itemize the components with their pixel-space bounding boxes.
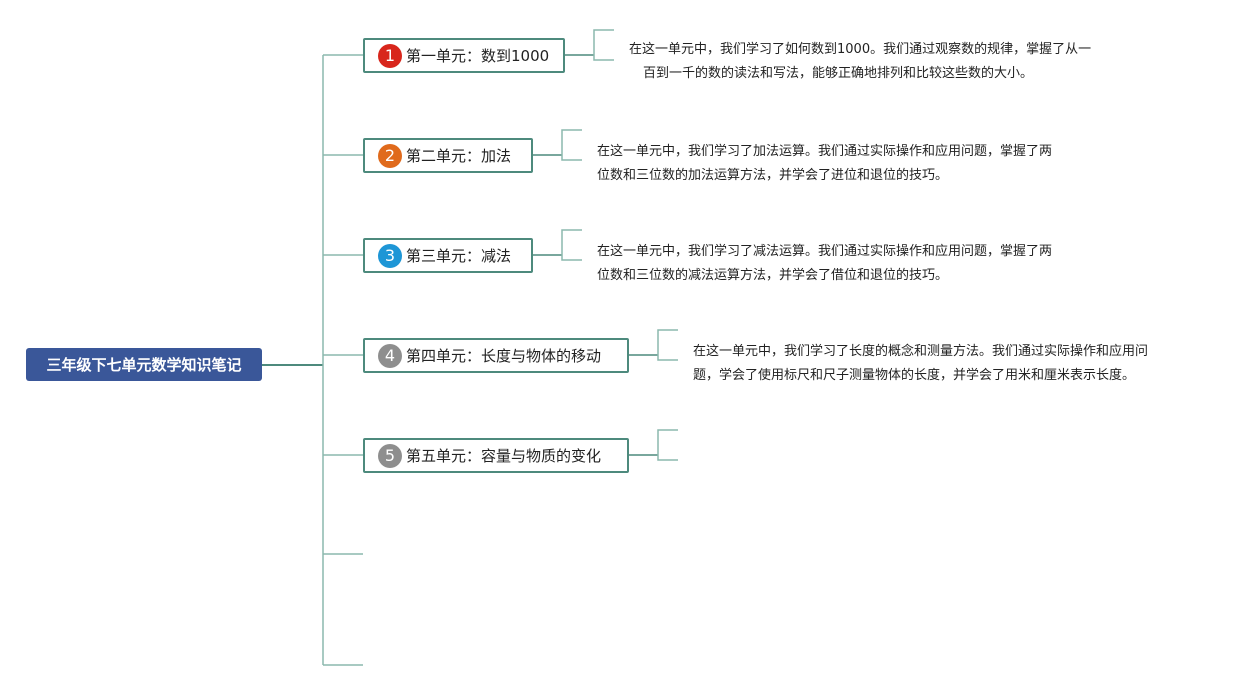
unit-3-bracket	[561, 229, 582, 261]
unit-1-description-line-1: 在这一单元中，我们学习了如何数到1000。我们通过观察数的规律，掌握了从一	[629, 42, 1092, 57]
unit-1-description-line-2: 百到一千的数的读法和写法，能够正确地排列和比较这些数的大小。	[643, 66, 1034, 81]
number-1-icon: 1	[378, 43, 402, 68]
unit-1-description[interactable]: 在这一单元中，我们学习了如何数到1000。我们通过观察数的规律，掌握了从一 百到…	[629, 38, 1091, 86]
unit-4-bracket	[657, 329, 678, 361]
unit-4-description-line-1: 在这一单元中，我们学习了长度的概念和测量方法。我们通过实际操作和应用问	[693, 344, 1149, 359]
unit-3-description[interactable]: 在这一单元中，我们学习了减法运算。我们通过实际操作和应用问题，掌握了两 位数和三…	[597, 240, 1052, 288]
unit-2-node[interactable]: 2 第二单元：加法	[363, 138, 533, 173]
unit-2-description-line-1: 在这一单元中，我们学习了加法运算。我们通过实际操作和应用问题，掌握了两	[597, 144, 1053, 159]
unit-1-label: 第一单元：数到1000	[406, 47, 550, 65]
unit-1-node[interactable]: 1 第一单元：数到1000	[363, 38, 565, 73]
unit-3-node[interactable]: 3 第三单元：减法	[363, 238, 533, 273]
unit-2-description-line-2: 位数和三位数的加法运算方法，并学会了进位和退位的技巧。	[597, 168, 949, 183]
root-topic-label: 三年级下七单元数学知识笔记	[46, 356, 242, 374]
unit-5-node[interactable]: 5 第五单元：容量与物质的变化	[363, 438, 629, 473]
unit-3-description-line-1: 在这一单元中，我们学习了减法运算。我们通过实际操作和应用问题，掌握了两	[597, 244, 1053, 259]
unit-4-label: 第四单元：长度与物体的移动	[406, 347, 602, 365]
unit-4-description-line-2: 题，学会了使用标尺和尺子测量物体的长度，并学会了用米和厘米表示长度。	[693, 368, 1136, 383]
unit-2-bracket	[561, 129, 582, 161]
unit-5-label: 第五单元：容量与物质的变化	[406, 447, 602, 465]
unit-3-description-line-2: 位数和三位数的减法运算方法，并学会了借位和退位的技巧。	[597, 268, 949, 283]
unit-5-bracket	[657, 429, 678, 461]
unit-1-bracket	[593, 29, 614, 61]
number-3-icon: 3	[378, 243, 402, 268]
unit-3-label: 第三单元：减法	[406, 247, 512, 265]
number-2-icon: 2	[378, 143, 402, 168]
unit-4-description[interactable]: 在这一单元中，我们学习了长度的概念和测量方法。我们通过实际操作和应用问 题，学会…	[693, 340, 1148, 388]
number-5-icon: 5	[378, 443, 402, 468]
unit-2-description[interactable]: 在这一单元中，我们学习了加法运算。我们通过实际操作和应用问题，掌握了两 位数和三…	[597, 140, 1052, 188]
unit-2-label: 第二单元：加法	[406, 147, 512, 165]
unit-4-node[interactable]: 4 第四单元：长度与物体的移动	[363, 338, 629, 373]
root-topic[interactable]: 三年级下七单元数学知识笔记	[26, 348, 262, 381]
number-4-icon: 4	[378, 343, 402, 368]
